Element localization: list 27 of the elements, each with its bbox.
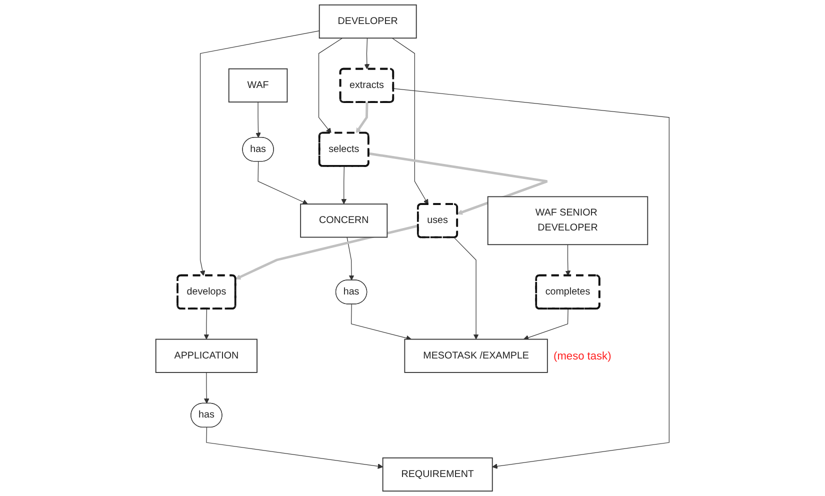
arrow: [393, 88, 670, 469]
arrow: [346, 236, 354, 281]
node-box: [300, 204, 388, 238]
arrow: [235, 224, 418, 280]
arrow: [565, 244, 571, 276]
arrow: [256, 102, 261, 138]
arrow: [392, 38, 428, 205]
node-box: [228, 68, 288, 102]
arrow: [454, 237, 479, 340]
arrow: [523, 308, 568, 340]
arrow: [206, 427, 384, 469]
arrow: [204, 308, 210, 340]
node-box: [318, 4, 417, 39]
arrow: [258, 161, 308, 204]
node-box: [487, 196, 648, 246]
arrow: [204, 372, 210, 404]
node-box: [382, 457, 493, 492]
node-box: [155, 338, 258, 373]
arrow: [356, 102, 368, 134]
arrow: [318, 38, 343, 134]
arrow: [341, 166, 347, 204]
arrow: [350, 304, 412, 341]
arrow: [200, 30, 320, 276]
annotation-text: (meso task): [554, 350, 612, 363]
node-box: [404, 338, 548, 373]
arrow: [364, 38, 370, 70]
arrow: [368, 152, 548, 215]
